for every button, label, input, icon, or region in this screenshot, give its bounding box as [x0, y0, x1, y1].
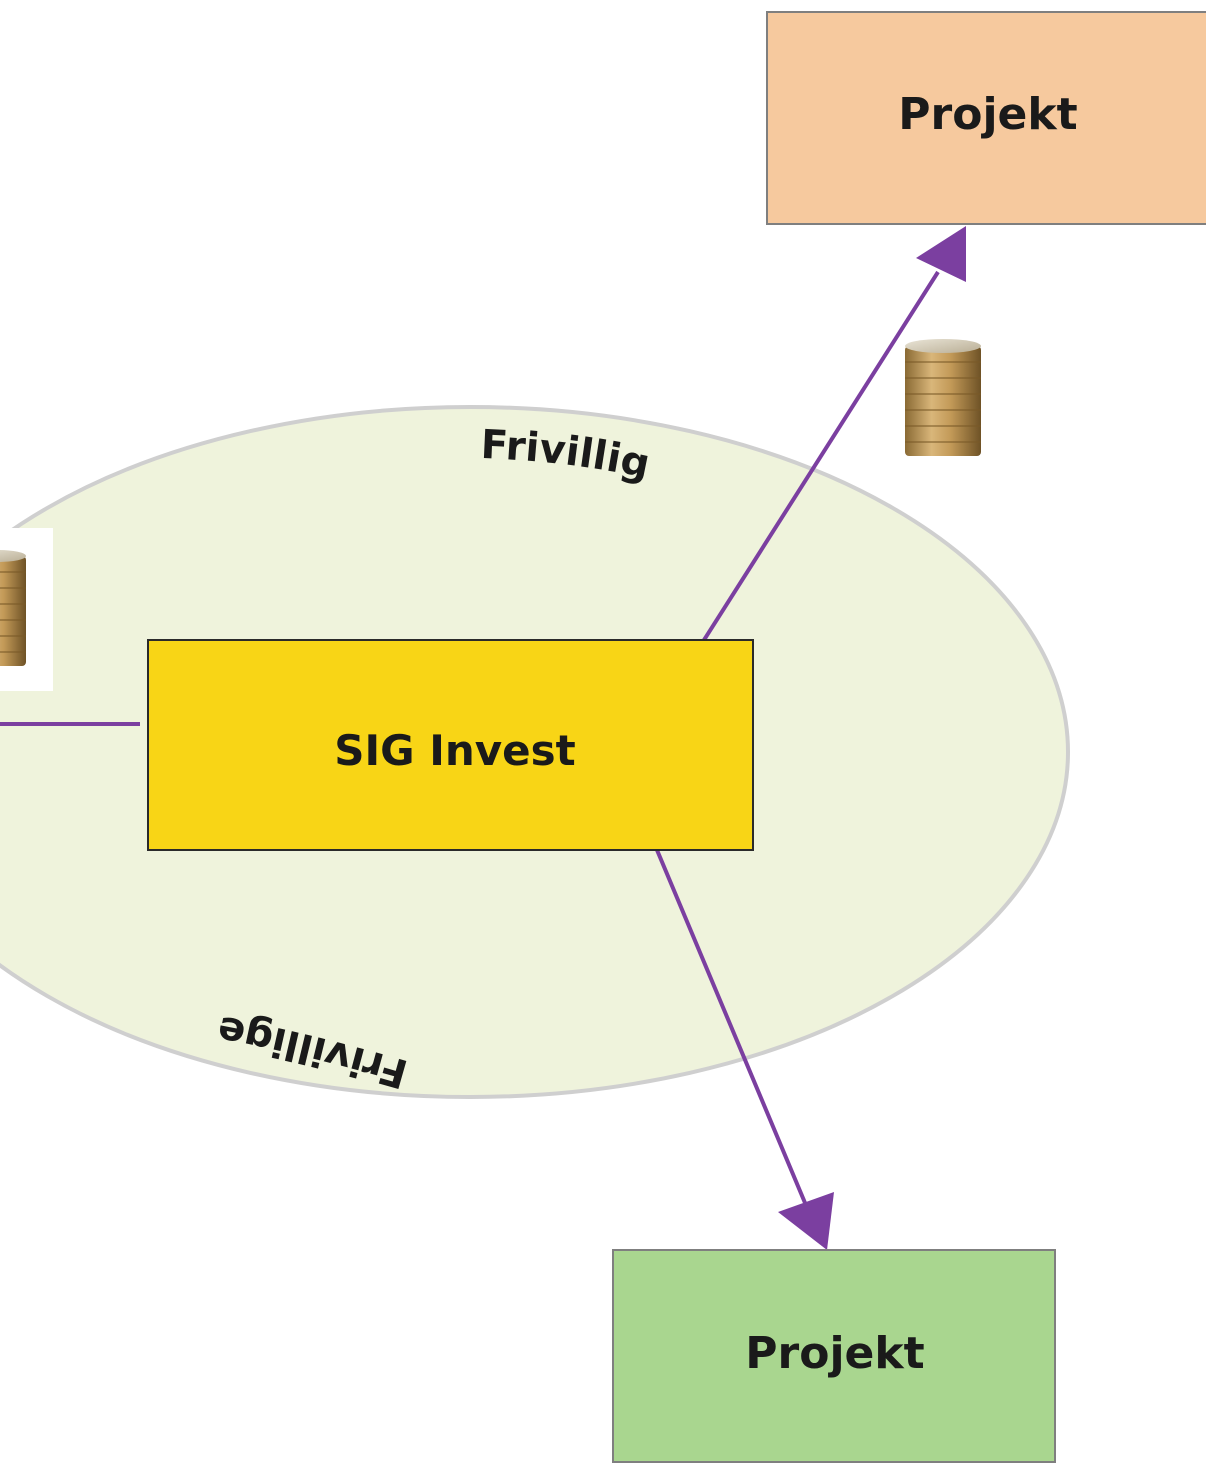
project-node-top: Projekt — [766, 11, 1206, 225]
project-node-bottom: Projekt — [612, 1249, 1056, 1463]
coin-stack-icon — [0, 528, 53, 691]
project-bottom-label: Projekt — [745, 1328, 924, 1379]
arrowhead-top — [916, 226, 966, 282]
arrow-to-bottom-project — [655, 849, 810, 1211]
coin-stack-icon — [905, 339, 981, 456]
project-top-label: Projekt — [898, 89, 1077, 140]
sig-invest-node: SIG Invest — [147, 639, 754, 851]
arrowhead-bottom — [778, 1192, 834, 1250]
sig-invest-label: SIG Invest — [334, 726, 575, 775]
arrow-to-top-project — [702, 270, 940, 642]
